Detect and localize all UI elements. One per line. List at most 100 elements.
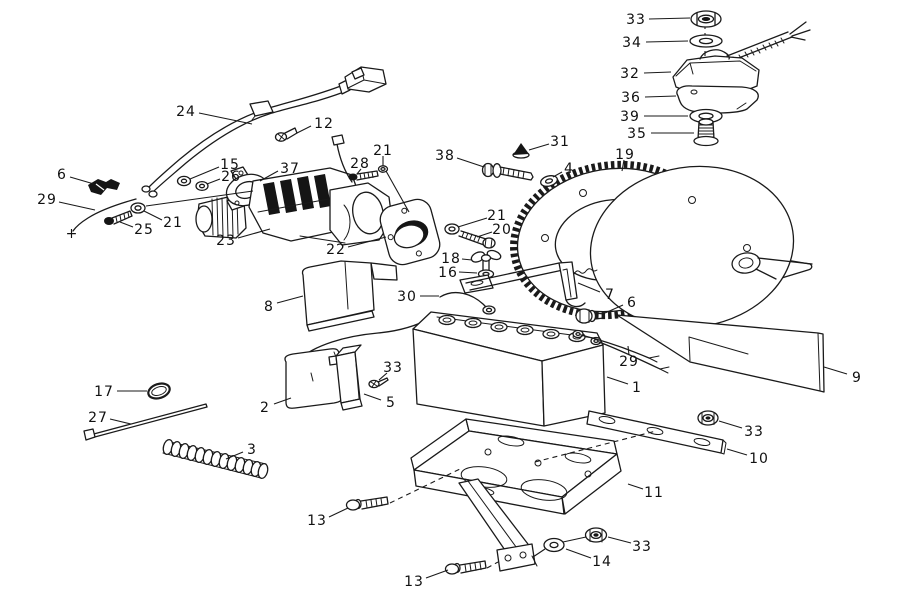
part-bolt-38 <box>481 162 534 181</box>
part-washer-4 <box>540 175 558 187</box>
leader-line <box>296 125 312 134</box>
part-wire-29-left <box>72 198 137 232</box>
assembly-line <box>534 430 657 463</box>
leader-line <box>109 418 132 425</box>
part-bolt-6 <box>575 308 605 324</box>
part-label-21: 21 <box>487 208 507 224</box>
leader-line <box>143 210 163 221</box>
part-gasket-36 <box>676 85 759 114</box>
part-bolt-12 <box>274 127 298 142</box>
leader-line <box>823 366 848 375</box>
leader-line <box>726 448 748 456</box>
part-label-29: 29 <box>619 354 639 370</box>
part-label-3: 3 <box>247 442 257 458</box>
part-label-7: 7 <box>605 287 615 303</box>
part-label-28: 28 <box>350 156 370 172</box>
leader-line <box>552 171 563 178</box>
part-oring-17 <box>147 382 171 400</box>
leader-line <box>363 393 382 401</box>
part-clip-6 <box>88 179 120 195</box>
leader-line <box>643 71 672 74</box>
part-label-6: 6 <box>627 295 637 311</box>
part-label-32: 32 <box>620 66 640 82</box>
leader-line <box>718 420 743 429</box>
part-label-11: 11 <box>644 485 664 501</box>
part-label-33: 33 <box>383 360 403 376</box>
part-label-10: 10 <box>749 451 769 467</box>
part-bolt-13-lower <box>444 560 487 575</box>
part-bolt-25 <box>104 210 133 225</box>
leader-line <box>604 304 624 314</box>
leader-line <box>458 271 478 274</box>
leader-line <box>648 17 691 20</box>
part-label-+: + <box>66 226 79 242</box>
part-label-34: 34 <box>622 35 642 51</box>
part-label-25: 25 <box>134 222 154 238</box>
leader-line <box>356 168 362 175</box>
part-label-18: 18 <box>441 251 461 267</box>
leader-line <box>273 397 292 405</box>
leader-line <box>378 372 388 381</box>
part-strip-10 <box>586 410 727 455</box>
leader-line <box>621 159 625 172</box>
stamp-marks <box>573 268 598 275</box>
leader-line <box>206 178 221 185</box>
leader-line <box>627 483 644 490</box>
part-battery-wires-29 <box>572 329 670 374</box>
leader-line <box>119 221 134 228</box>
leader-line <box>225 451 244 460</box>
assembly-line <box>532 548 546 558</box>
part-label-15: 15 <box>220 157 240 173</box>
leader-line <box>425 569 449 579</box>
part-label-13: 13 <box>404 574 424 590</box>
leader-line <box>627 345 630 356</box>
part-label-19: 19 <box>615 147 635 163</box>
leader-line <box>189 166 220 180</box>
assembly-line <box>145 190 254 207</box>
part-label-24: 24 <box>176 104 196 120</box>
part-cable-tie-27 <box>83 403 208 441</box>
part-label-14: 14 <box>592 554 612 570</box>
leader-line <box>565 548 592 559</box>
leader-line <box>461 258 473 261</box>
part-flange-22 <box>379 198 441 266</box>
leader-line <box>456 157 485 168</box>
part-washer-15 <box>176 175 192 187</box>
part-label-38: 38 <box>435 148 455 164</box>
part-flywheel <box>573 165 813 329</box>
part-label-5: 5 <box>386 395 396 411</box>
part-label-26: 26 <box>221 169 241 185</box>
part-label-4: 4 <box>564 161 574 177</box>
part-bolt-28 <box>348 170 379 181</box>
leader-line <box>58 201 96 211</box>
part-label-33: 33 <box>632 539 652 555</box>
part-label-23: 23 <box>216 233 236 249</box>
part-frame-7 <box>459 261 586 308</box>
part-label-27: 27 <box>88 410 108 426</box>
part-label-21: 21 <box>373 143 393 159</box>
part-label-21: 21 <box>163 215 183 231</box>
part-label-9: 9 <box>852 370 862 386</box>
assembly-line <box>486 561 499 569</box>
leader-line <box>237 228 271 239</box>
part-tray-11 <box>410 418 622 515</box>
part-nut-33-bottom <box>584 527 608 543</box>
part-label-2: 2 <box>260 400 270 416</box>
part-label-33: 33 <box>626 12 646 28</box>
assembly-line <box>562 536 587 543</box>
part-starter-motor-23 <box>195 134 393 246</box>
part-screw-35 <box>693 118 719 147</box>
leader-line <box>645 40 689 43</box>
part-label-37: 37 <box>280 161 300 177</box>
leader-line <box>606 376 629 385</box>
part-battery-1 <box>412 305 606 427</box>
assembly-line <box>385 170 410 213</box>
part-wire-30 <box>439 291 489 310</box>
part-nut-33-strip <box>697 410 719 426</box>
part-brace <box>458 478 538 572</box>
part-washer-34 <box>689 34 723 48</box>
part-harness-24 <box>141 66 387 198</box>
part-strap-5 <box>328 344 363 411</box>
part-label-16: 16 <box>438 265 458 281</box>
